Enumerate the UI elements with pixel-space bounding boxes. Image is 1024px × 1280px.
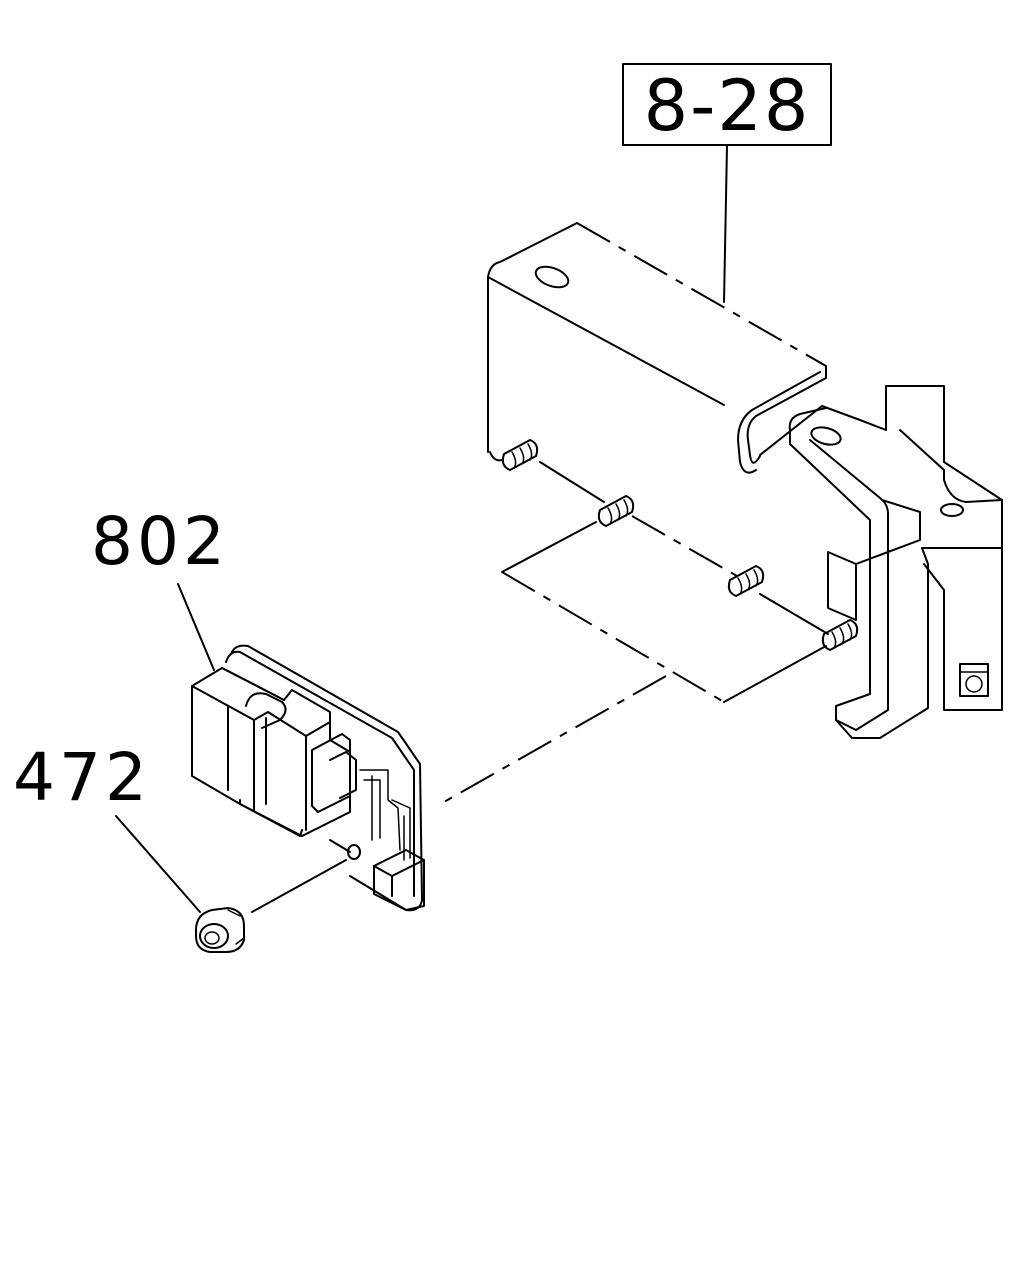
flange-nut[interactable] [195,907,245,953]
nut-axis-line [251,859,347,913]
reference-leader [723,145,728,303]
mounting-plane [443,521,827,803]
mounting-bracket [487,222,1003,739]
relay-unit[interactable] [191,644,425,912]
relay-part-number: 802 [91,503,229,580]
relay-leader [177,583,215,671]
stud-4 [821,619,859,651]
stud-3 [727,565,765,597]
reference-label: 8-28 [644,65,811,147]
stud-1 [501,439,539,471]
reference-box[interactable]: 8-28 [622,63,832,147]
stud-bolts [501,439,859,651]
nut-part-number: 472 [13,739,151,816]
stud-2 [597,495,635,527]
nut-leader [115,815,201,913]
